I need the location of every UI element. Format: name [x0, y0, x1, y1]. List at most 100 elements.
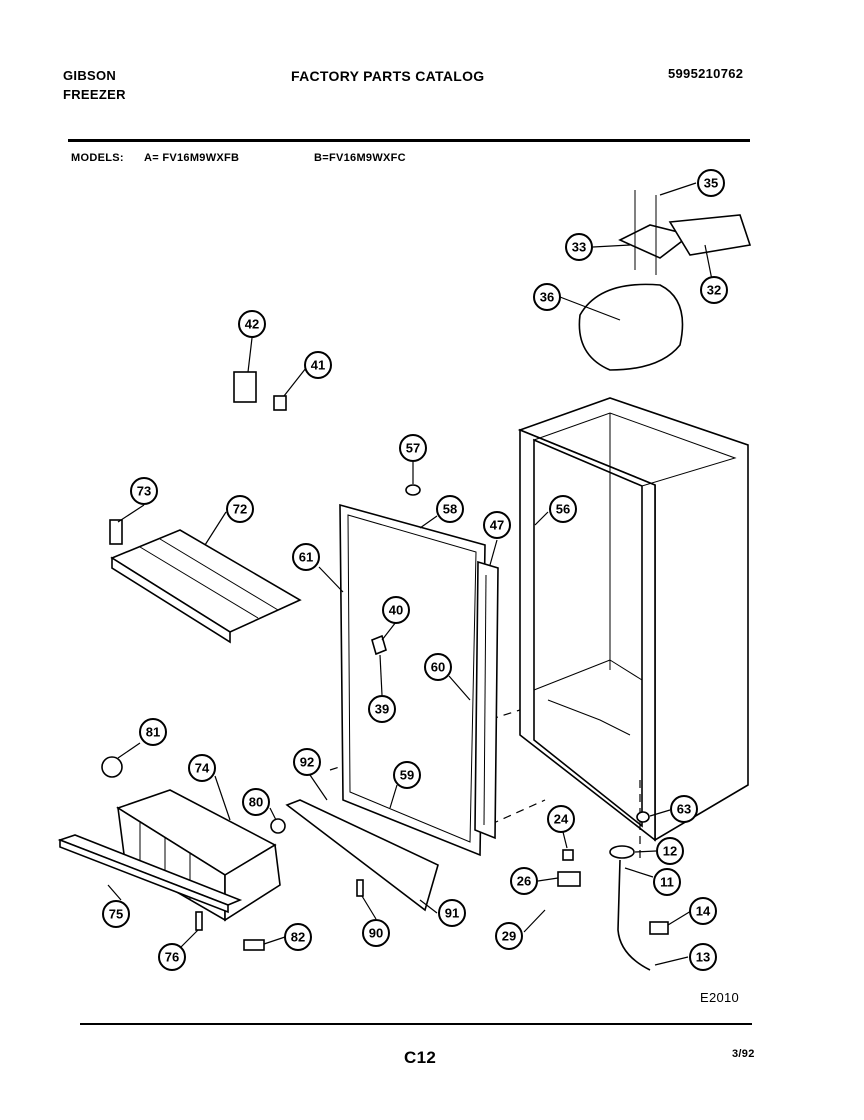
callout-11-label: 11 [660, 875, 674, 890]
callout-72: 72 [226, 495, 254, 523]
door-drawing [339, 503, 499, 857]
callout-29-label: 29 [502, 929, 516, 944]
callout-58-label: 58 [443, 502, 457, 517]
compressor-drawing [578, 190, 752, 371]
callout-80: 80 [242, 788, 270, 816]
callout-35: 35 [697, 169, 725, 197]
header-rule [68, 139, 750, 142]
knob-drawing [273, 395, 287, 411]
callout-57-label: 57 [406, 441, 420, 456]
callout-80-label: 80 [249, 795, 263, 810]
callout-24-label: 24 [554, 812, 569, 827]
callout-61-label: 61 [299, 550, 313, 565]
thermostat-drawing [233, 371, 257, 403]
plug-57-drawing [405, 484, 421, 496]
callout-14: 14 [689, 897, 717, 925]
callout-58: 58 [436, 495, 464, 523]
hook-76-drawing [195, 911, 203, 931]
callout-91-label: 91 [445, 906, 459, 921]
catalog-title: FACTORY PARTS CATALOG [291, 68, 485, 84]
callout-73: 73 [130, 477, 158, 505]
callout-42-label: 42 [245, 317, 259, 332]
callout-26: 26 [510, 867, 538, 895]
callout-59-label: 59 [400, 768, 414, 783]
callout-13-label: 13 [696, 950, 710, 965]
clip-14-drawing [649, 921, 669, 935]
callout-41-label: 41 [311, 358, 325, 373]
tube-13-drawing [617, 859, 651, 971]
callout-91: 91 [438, 899, 466, 927]
model-a: A= FV16M9WXFB [144, 152, 240, 164]
callout-75-label: 75 [109, 907, 123, 922]
callout-40-label: 40 [389, 603, 403, 618]
callout-60-label: 60 [431, 660, 445, 675]
callout-60: 60 [424, 653, 452, 681]
callout-63-label: 63 [677, 802, 691, 817]
callout-73-label: 73 [137, 484, 151, 499]
callout-36-label: 36 [540, 290, 554, 305]
catalog-number: 5995210762 [668, 66, 744, 81]
model-b: B=FV16M9WXFC [314, 152, 406, 164]
callout-74-label: 74 [195, 761, 210, 776]
callout-33: 33 [565, 233, 593, 261]
callout-75: 75 [102, 900, 130, 928]
latch-82-drawing [243, 939, 265, 951]
callout-12-label: 12 [663, 844, 677, 859]
bracket-40-drawing [371, 634, 387, 656]
callout-40: 40 [382, 596, 410, 624]
grommet-80-drawing [270, 818, 286, 834]
callout-81-label: 81 [146, 725, 160, 740]
leader-lines [107, 182, 715, 966]
callout-29: 29 [495, 922, 523, 950]
callout-59: 59 [393, 761, 421, 789]
callout-13: 13 [689, 943, 717, 971]
models-label: MODELS: [71, 152, 124, 164]
callout-36: 36 [533, 283, 561, 311]
callout-76-label: 76 [165, 950, 179, 965]
callout-61: 61 [292, 543, 320, 571]
callout-47: 47 [483, 511, 511, 539]
callout-14-label: 14 [696, 904, 711, 919]
callout-92: 92 [293, 748, 321, 776]
drain-81-drawing [101, 756, 123, 778]
callout-39: 39 [368, 695, 396, 723]
cap-24-drawing [562, 849, 574, 861]
callout-35-label: 35 [704, 176, 718, 191]
callout-32-label: 32 [707, 283, 721, 298]
callout-47-label: 47 [490, 518, 504, 533]
callout-72-label: 72 [233, 502, 247, 517]
plug-63-drawing [636, 811, 650, 823]
kick-plate-drawing [285, 799, 439, 912]
callout-63: 63 [670, 795, 698, 823]
figure-code: E2010 [700, 990, 740, 1005]
screw-90-drawing [356, 879, 364, 897]
basket-drawing [57, 789, 281, 922]
callout-41: 41 [304, 351, 332, 379]
callout-33-label: 33 [572, 240, 586, 255]
callout-56-label: 56 [556, 502, 570, 517]
callout-56: 56 [549, 495, 577, 523]
callout-42: 42 [238, 310, 266, 338]
callout-92-label: 92 [300, 755, 314, 770]
callout-26-label: 26 [517, 874, 531, 889]
callout-12: 12 [656, 837, 684, 865]
cabinet-drawing [517, 397, 749, 842]
callout-11: 11 [653, 868, 681, 896]
switch-26-drawing [557, 871, 581, 887]
page-number: C12 [404, 1048, 437, 1067]
callout-82-label: 82 [291, 930, 305, 945]
evaporator-shelf-drawing [110, 529, 302, 644]
callout-39-label: 39 [375, 702, 389, 717]
callout-90: 90 [362, 919, 390, 947]
callout-76: 76 [158, 943, 186, 971]
brand-name: GIBSON [63, 68, 117, 83]
product-name: FREEZER [63, 87, 126, 102]
fitting-12-drawing [609, 845, 635, 859]
footer-rule [80, 1023, 752, 1025]
callout-74: 74 [188, 754, 216, 782]
callout-82: 82 [284, 923, 312, 951]
callout-90-label: 90 [369, 926, 383, 941]
callout-32: 32 [700, 276, 728, 304]
callout-24: 24 [547, 805, 575, 833]
